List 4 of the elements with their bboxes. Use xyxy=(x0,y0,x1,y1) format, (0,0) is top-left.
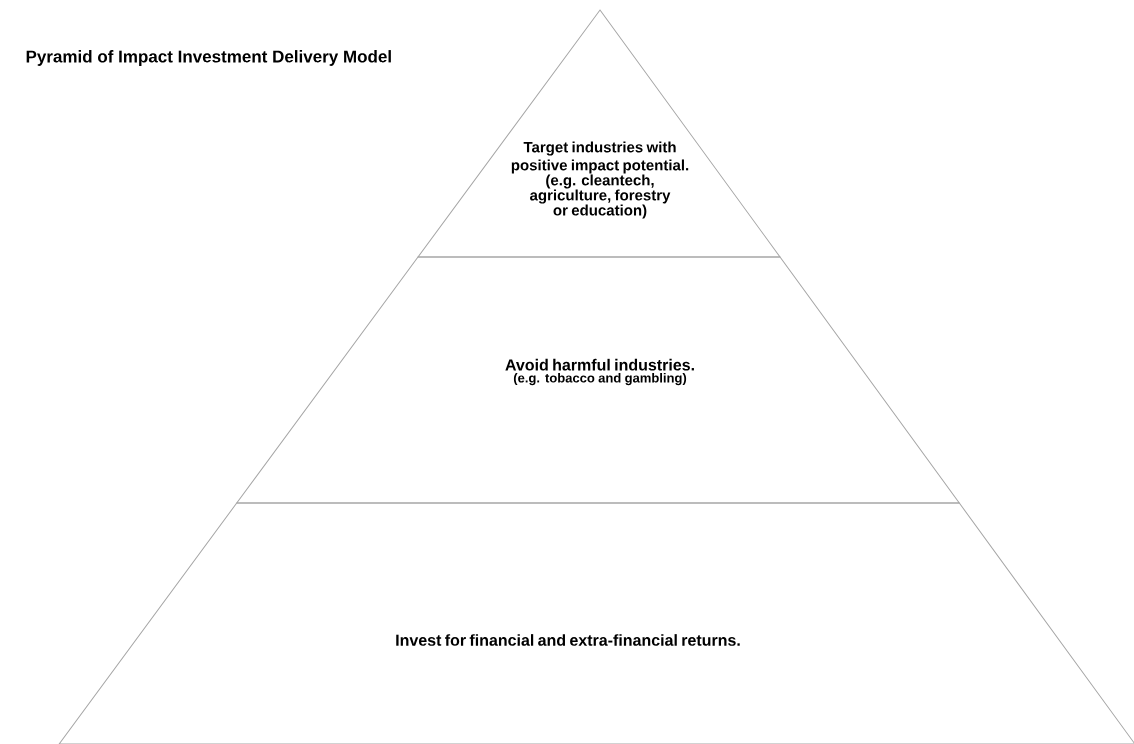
pyramid-tier: Avoid harmful industries. (e.g. tobacco and gambling) xyxy=(236,256,960,504)
title: Pyramid of Impact Investment Delivery Model xyxy=(26,50,391,66)
pyramid-tier: Invest for financial and extra-financial returns. xyxy=(58,502,1134,744)
pyramid-tier: Target industries with positive impact potential. (e.g. cleantech, agriculture, forestry or education) xyxy=(417,9,781,258)
